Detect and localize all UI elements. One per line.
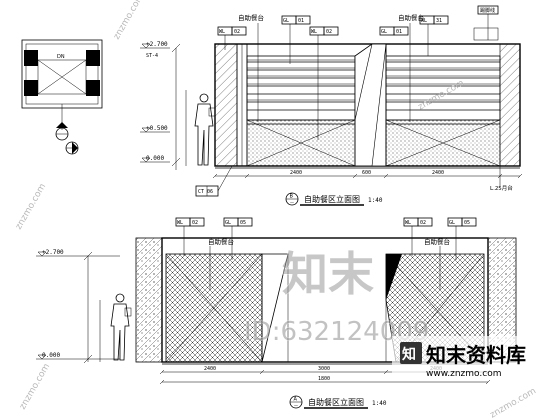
marker-letter-bottom: A	[294, 397, 298, 403]
louver-panel-left	[246, 55, 356, 121]
louver-panel-right	[385, 55, 501, 121]
svg-text:WL: WL	[421, 18, 427, 24]
svg-text:05: 05	[240, 220, 246, 226]
label-buffet-bottom-1: 自助餐台	[208, 237, 234, 246]
label-buffet-top-1: 自助餐台	[238, 13, 264, 22]
svg-text:31: 31	[436, 18, 442, 24]
level-marks-bottom: +2.700 0.000	[36, 249, 120, 360]
level-bottom-2: 0.000	[42, 352, 60, 359]
plan-column-bl	[24, 80, 38, 96]
elevation-title-top: 自助餐区立面图	[304, 194, 360, 204]
plan-column-tl	[24, 50, 38, 66]
title-block-bottom: A — 自助餐区立面图 1:40	[289, 395, 387, 409]
svg-text:2400: 2400	[432, 170, 444, 176]
material-tag-top-1: WL 02	[217, 26, 247, 50]
dimension-row-top: 2400 2400 600	[212, 170, 523, 179]
material-tag-top-3: WL 02	[309, 26, 339, 140]
wall-section-left	[135, 237, 163, 363]
watermark-brand-block: 知 知末资料库 www.znzmo.com	[392, 336, 560, 380]
svg-text:WL: WL	[405, 220, 411, 226]
center-feature-bottom	[261, 253, 387, 363]
svg-text:1800: 1800	[318, 376, 330, 382]
section-marker-plan-a	[55, 122, 69, 141]
elevation-title-bottom: 自助餐区立面图	[308, 397, 364, 407]
level-bottom-1: +2.700	[42, 249, 64, 256]
level-top-3: 0.000	[146, 155, 164, 162]
svg-text:2400: 2400	[204, 366, 216, 372]
small-tag-top: ST-4	[146, 53, 158, 59]
svg-text:2400: 2400	[290, 170, 302, 176]
buffet-counter-right	[385, 119, 501, 167]
human-figure-bottom	[110, 293, 132, 361]
right-note-top: L.25月台	[490, 184, 513, 192]
scale-top: 1:40	[368, 197, 383, 204]
svg-text:GL: GL	[381, 29, 387, 35]
brand-logo-icon: 知	[400, 342, 422, 364]
label-buffet-top-2: 自助餐台	[398, 13, 424, 22]
watermark-side-5: znzmo.com	[489, 386, 538, 420]
material-tag-bottom-4: GL 05	[447, 217, 477, 260]
watermark-side-3: znzmo.com	[14, 182, 48, 231]
material-tag-top-4: GL 01	[379, 26, 409, 36]
svg-text:CT 06: CT 06	[198, 189, 213, 195]
panel-left-bottom	[165, 253, 263, 363]
level-top-2: +0.500	[146, 125, 168, 132]
svg-text:WL: WL	[219, 29, 225, 35]
scale-bottom: 1:40	[372, 400, 387, 407]
center-feature-top	[354, 43, 387, 167]
svg-text:WL: WL	[311, 29, 317, 35]
brand-url: www.znzmo.com	[426, 369, 501, 379]
watermark-side-2: znzmo.com	[112, 0, 146, 42]
svg-text:WL: WL	[177, 220, 183, 226]
material-tag-bottom-1: WL 02	[175, 217, 205, 256]
plan-column-br	[86, 80, 100, 96]
svg-text:踢脚线: 踢脚线	[480, 7, 495, 14]
svg-text:GL: GL	[283, 18, 289, 24]
label-buffet-bottom-2: 自助餐台	[424, 237, 450, 246]
svg-text:02: 02	[192, 220, 198, 226]
svg-text:GL: GL	[449, 220, 455, 226]
human-figure-top	[194, 93, 216, 166]
title-block-top: B — 自助餐区立面图 1:40	[285, 192, 383, 206]
key-plan: DN	[21, 39, 103, 155]
marker-letter-top: B	[290, 194, 294, 200]
svg-text:02: 02	[420, 220, 426, 226]
svg-text:02: 02	[326, 29, 332, 35]
marker-sub-bottom: —	[294, 403, 298, 408]
plan-label: DN	[57, 54, 65, 60]
bottom-tag-top: CT 06	[195, 165, 233, 197]
elevation-a: +2.700 0.000	[36, 217, 517, 409]
marker-sub-top: —	[290, 200, 294, 205]
svg-text:知末: 知末	[282, 247, 374, 301]
svg-text:01: 01	[298, 18, 304, 24]
svg-text:02: 02	[234, 29, 240, 35]
svg-text:05: 05	[464, 220, 470, 226]
watermark-logo: 知末	[281, 246, 374, 301]
buffet-counter-left	[246, 119, 356, 167]
elevation-b: +2.700 +0.500 0.000 ST-4	[140, 5, 523, 206]
plan-column-tr	[86, 50, 100, 66]
material-tag-top-2: GL 01	[281, 15, 311, 64]
material-tag-top-5: WL 31	[419, 15, 449, 56]
material-tag-bottom-2: GL 05	[223, 217, 253, 260]
svg-text:GL: GL	[225, 220, 231, 226]
level-top-1: +2.700	[146, 41, 168, 48]
panel-right-bottom	[385, 253, 485, 363]
svg-text:01: 01	[396, 29, 402, 35]
watermark-side-4: znzmo.com	[417, 78, 466, 112]
level-marks-top: +2.700 +0.500 0.000 ST-4	[140, 41, 170, 163]
svg-text:600: 600	[362, 170, 371, 176]
svg-text:3000: 3000	[318, 366, 330, 372]
label-skirting: 踢脚线	[473, 5, 499, 41]
svg-text:知: 知	[402, 346, 416, 363]
material-tag-bottom-3: WL 02	[403, 217, 433, 256]
section-marker-plan-b	[65, 141, 79, 155]
watermark-side-1: znzmo.com	[18, 362, 52, 411]
brand-name: 知末资料库	[426, 343, 526, 367]
